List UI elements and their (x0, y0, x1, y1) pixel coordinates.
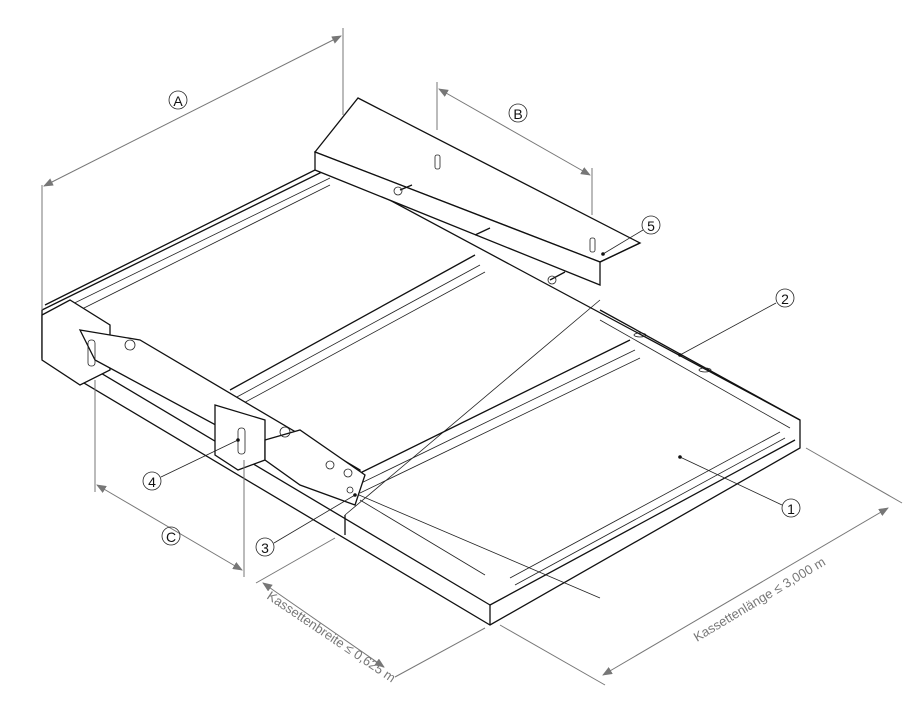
front-bracket (41, 299, 366, 506)
callout-2: 2 (775, 288, 795, 308)
cassette-length-label: Kassettenlänge ≤ 3,000 m (691, 554, 828, 645)
callout-3: 3 (255, 537, 275, 557)
back-rail (44, 164, 331, 316)
callout-4-label: 4 (148, 474, 156, 490)
callout-c-label: C (166, 529, 176, 545)
cassette-width-label: Kassettenbreite ≤ 0,625 m (264, 588, 398, 685)
callout-1: 1 (781, 498, 801, 518)
callout-b: B (508, 103, 528, 123)
cassette-tray (41, 167, 801, 626)
callout-5-label: 5 (647, 218, 655, 234)
cross-rails (229, 254, 641, 494)
callout-leaders (160, 229, 783, 544)
callout-2-label: 2 (781, 291, 789, 307)
callout-a-label: A (173, 93, 183, 109)
callout-b-label: B (513, 106, 522, 122)
callout-a: A (168, 90, 188, 110)
callout-4: 4 (142, 471, 162, 491)
callout-1-label: 1 (787, 501, 795, 517)
callout-3-label: 3 (261, 540, 269, 556)
callout-5: 5 (641, 215, 661, 235)
side-rail (599, 309, 801, 429)
callout-c: C (161, 526, 181, 546)
